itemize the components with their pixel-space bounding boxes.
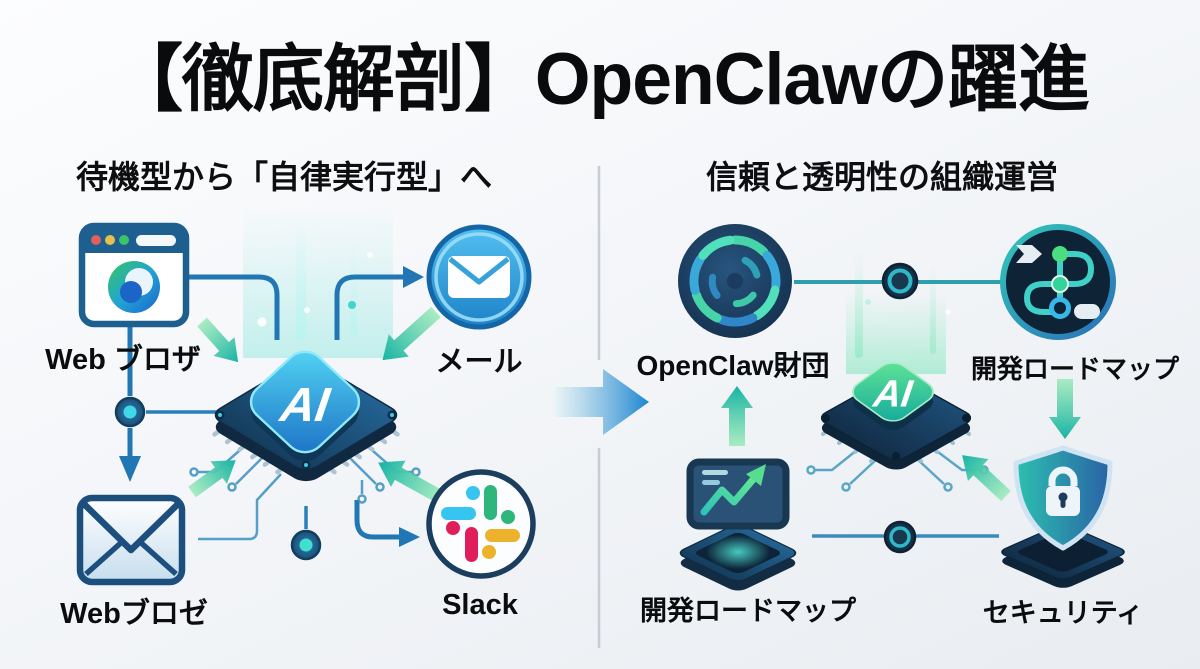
left-green-arrows bbox=[188, 306, 446, 505]
browser-window-icon bbox=[78, 222, 190, 328]
edge-logo-icon bbox=[108, 261, 160, 313]
padlock-icon bbox=[1046, 466, 1080, 516]
browser-dot-green bbox=[119, 235, 129, 245]
growth-chart-icon bbox=[679, 458, 797, 591]
chart-arrowhead bbox=[746, 464, 766, 486]
security-label: セキュリティ bbox=[982, 598, 1144, 628]
mail-circle-icon bbox=[426, 224, 532, 330]
green-arrow-chart-to-openclaw bbox=[721, 386, 753, 446]
page-title: 【徹底解剖】OpenClawの躍進 bbox=[111, 39, 1089, 120]
green-arrow-mail-to-chip bbox=[382, 306, 441, 361]
roadmap-path-icon bbox=[1000, 224, 1116, 340]
rising-chart-line bbox=[700, 472, 760, 516]
left-section-heading: 待機型から「自律実行型」へ bbox=[76, 159, 493, 195]
roadmap-end-pill bbox=[1074, 304, 1100, 319]
envelope-label: Webブロゼ bbox=[60, 598, 208, 630]
arrowhead-to-mail bbox=[403, 266, 424, 288]
browser-dot-red bbox=[91, 235, 101, 245]
green-arrow-shield-to-chip bbox=[962, 455, 1011, 502]
left-chip-glow bbox=[243, 206, 393, 358]
envelope-icon bbox=[76, 494, 186, 586]
right-green-arrows bbox=[721, 379, 1081, 502]
ai-chip-left-icon: AI bbox=[212, 350, 400, 482]
green-arrow-roadmap-to-shield bbox=[1049, 379, 1081, 439]
openclaw-swirl-icon bbox=[678, 224, 792, 338]
node-right-south bbox=[883, 520, 917, 554]
roadmap-bottom-label: 開発ロードマップ bbox=[640, 596, 856, 626]
web-browser-label: Web ブロザ bbox=[45, 344, 201, 376]
green-arrow-envelope-to-chip bbox=[188, 460, 236, 498]
connector-browser-to-chip bbox=[187, 274, 280, 340]
node-left-west bbox=[114, 396, 146, 428]
green-arrow-browser-to-chip bbox=[197, 317, 239, 363]
arrowhead-to-envelope bbox=[119, 456, 141, 482]
browser-dot-yellow bbox=[105, 235, 115, 245]
browser-url-bar bbox=[136, 235, 176, 246]
chip-ai-label: AI bbox=[276, 378, 334, 432]
mail-label: メール bbox=[435, 346, 523, 378]
chip-corner-screws bbox=[822, 414, 970, 460]
green-arrow-slack-to-chip bbox=[378, 460, 446, 505]
roadmap-top-label: 開発ロードマップ bbox=[970, 354, 1179, 384]
arrowhead-to-slack bbox=[399, 527, 420, 547]
connector-chip-to-mail bbox=[334, 274, 403, 340]
roadmap-start-flag bbox=[1016, 245, 1042, 263]
right-section-heading: 信頼と透明性の組織運営 bbox=[705, 159, 1058, 195]
right-connectors bbox=[721, 262, 1081, 554]
right-chip-glow bbox=[846, 250, 951, 374]
left-connectors bbox=[114, 266, 446, 561]
chip-ai-label: AI bbox=[870, 373, 916, 416]
connector-chip-to-slack bbox=[354, 500, 399, 540]
swirl-blades bbox=[689, 235, 781, 327]
security-shield-icon bbox=[1001, 445, 1125, 588]
openclaw-foundation-label: OpenClaw財団 bbox=[636, 350, 830, 381]
node-right-north bbox=[881, 262, 919, 300]
ai-chip-right-icon: AI bbox=[820, 362, 972, 470]
mail-flap bbox=[448, 257, 510, 285]
slack-icon bbox=[426, 469, 536, 579]
slack-label: Slack bbox=[442, 589, 518, 621]
big-transition-arrow bbox=[553, 369, 649, 435]
node-left-south bbox=[290, 529, 322, 561]
